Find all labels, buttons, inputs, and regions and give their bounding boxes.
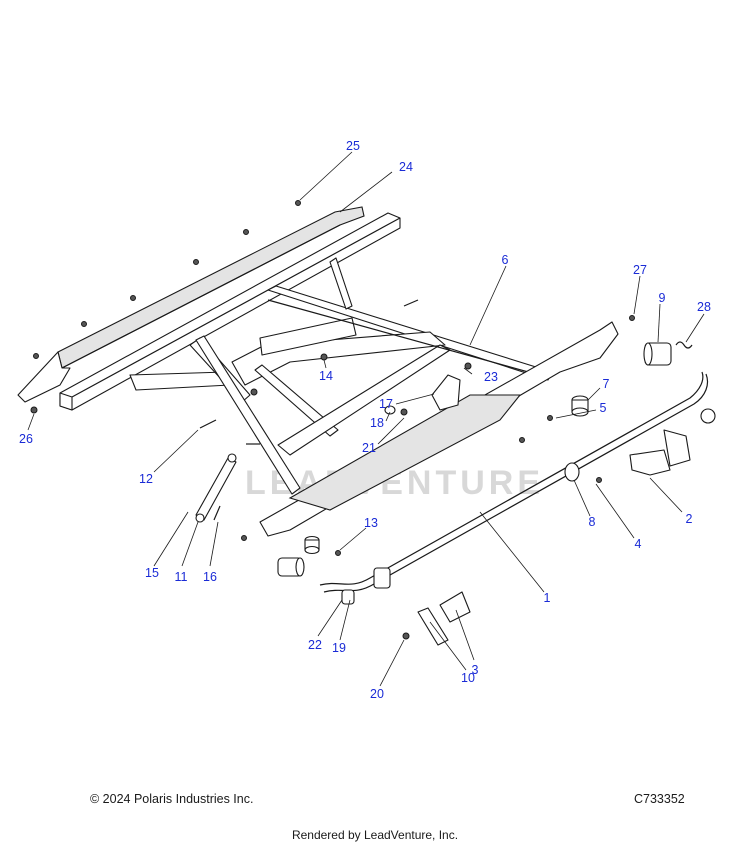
callout-19: 19 <box>332 641 346 655</box>
callout-5: 5 <box>600 401 607 415</box>
bushing-left <box>277 557 305 577</box>
callout-28: 28 <box>697 300 711 314</box>
clip-part-28 <box>675 341 693 349</box>
callout-2: 2 <box>686 512 693 526</box>
callout-26: 26 <box>19 432 33 446</box>
copyright-text: © 2024 Polaris Industries Inc. <box>90 792 254 806</box>
callout-14: 14 <box>319 369 333 383</box>
callout-4: 4 <box>635 537 642 551</box>
diagram-code: C733352 <box>634 792 685 806</box>
fasteners <box>30 200 635 640</box>
rendered-by-text: Rendered by LeadVenture, Inc. <box>291 828 459 842</box>
latch-part-17 <box>431 374 461 411</box>
bumper-part-7 <box>571 395 589 417</box>
callout-13: 13 <box>364 516 378 530</box>
callout-16: 16 <box>203 570 217 584</box>
callout-6: 6 <box>502 253 509 267</box>
callout-24: 24 <box>399 160 413 174</box>
bumper-part-13 <box>304 535 320 555</box>
callout-20: 20 <box>370 687 384 701</box>
callout-23: 23 <box>484 370 498 384</box>
callout-22: 22 <box>308 638 322 652</box>
callout-11: 11 <box>175 570 188 584</box>
frame-right-rail <box>259 321 619 537</box>
strut-part-11 <box>195 453 237 523</box>
angle-bracket-part-24 <box>17 206 365 403</box>
bracket-part-2 <box>629 408 716 476</box>
callout-27: 27 <box>633 263 647 277</box>
callout-3: 3 <box>472 663 479 677</box>
callout-15: 15 <box>145 566 159 580</box>
callout-10: 10 <box>461 671 475 685</box>
frame-left-rail <box>59 212 401 411</box>
fitting-part-19 <box>341 567 391 605</box>
callout-25: 25 <box>346 139 360 153</box>
diagonal-brace <box>195 335 301 495</box>
callout-18: 18 <box>370 416 384 430</box>
rod-part-1 <box>319 371 709 593</box>
bushing-part-8 <box>564 462 580 482</box>
callout-17: 17 <box>379 397 393 411</box>
callout-labels: 1 2 3 4 5 6 7 8 9 10 11 12 13 14 15 16 1… <box>19 139 711 701</box>
callout-9: 9 <box>659 291 666 305</box>
frame-part-6 <box>129 257 553 456</box>
callout-12: 12 <box>139 472 153 486</box>
leader-lines <box>27 151 705 687</box>
callout-7: 7 <box>603 377 610 391</box>
callout-1: 1 <box>544 591 551 605</box>
callout-8: 8 <box>589 515 596 529</box>
callout-21: 21 <box>362 441 376 455</box>
bushing-part-9 <box>643 342 672 366</box>
bracket-part-3 <box>439 591 471 623</box>
